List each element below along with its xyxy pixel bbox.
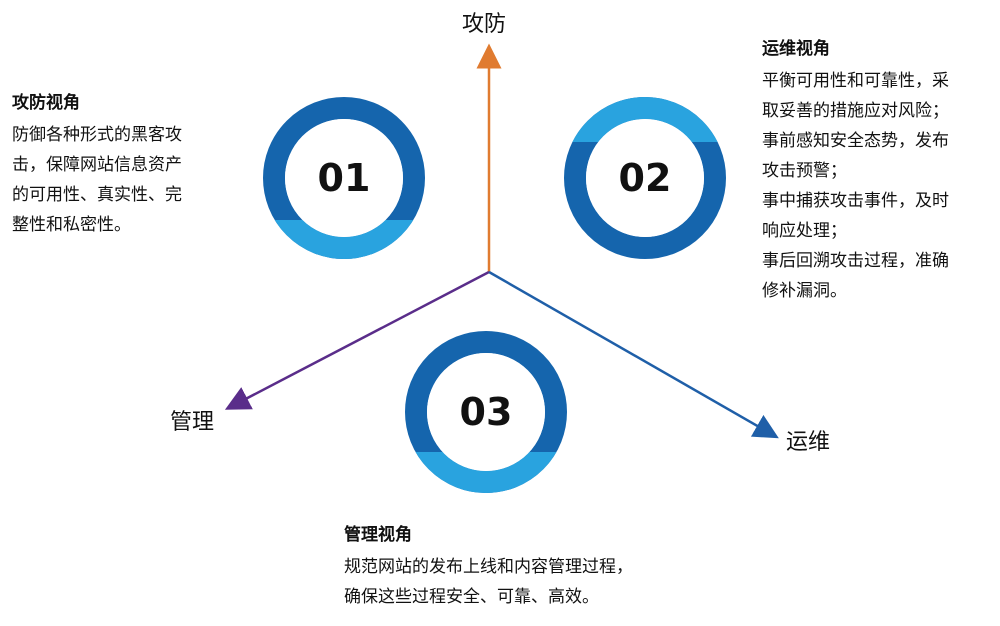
block-line: 事后回溯攻击过程，准确 <box>762 251 949 271</box>
block-line: 的可用性、真实性、完 <box>12 185 182 205</box>
ring-03 <box>405 331 567 493</box>
block-title: 攻防视角 <box>12 93 80 113</box>
block-line: 攻击预警； <box>762 161 847 181</box>
block-line: 平衡可用性和可靠性，采 <box>762 71 949 91</box>
text-block-management: 管理视角 规范网站的发布上线和内容管理过程， 确保这些过程安全、可靠、高效。 <box>344 522 633 612</box>
block-line: 响应处理； <box>762 221 847 241</box>
block-line: 防御各种形式的黑客攻 <box>12 125 182 145</box>
ring-02-number: 02 <box>618 156 672 200</box>
arrow-left-management <box>224 270 490 410</box>
ring-01 <box>263 97 425 259</box>
block-line: 事中捕获攻击事件，及时 <box>762 191 949 211</box>
block-line: 击，保障网站信息资产 <box>12 155 182 175</box>
block-line: 确保这些过程安全、可靠、高效。 <box>344 587 599 607</box>
ring-01-number: 01 <box>317 156 371 200</box>
axis-label-attack-defense: 攻防 <box>462 12 507 37</box>
axis-label-operations: 运维 <box>786 430 831 455</box>
block-line: 整性和私密性。 <box>12 215 131 235</box>
axis-label-management: 管理 <box>170 410 215 435</box>
text-block-operations: 运维视角 平衡可用性和可靠性，采 取妥善的措施应对风险； 事前感知安全态势，发布… <box>762 36 949 306</box>
block-title: 运维视角 <box>762 39 830 59</box>
ring-03-number: 03 <box>459 390 513 434</box>
block-line: 取妥善的措施应对风险； <box>762 101 949 121</box>
ring-02 <box>564 97 726 259</box>
arrow-right-operations <box>488 270 779 439</box>
block-line: 修补漏洞。 <box>762 281 847 301</box>
block-line: 事前感知安全态势，发布 <box>762 131 949 151</box>
text-block-attack-defense: 攻防视角 防御各种形式的黑客攻 击，保障网站信息资产 的可用性、真实性、完 整性… <box>12 90 182 240</box>
block-title: 管理视角 <box>344 525 412 545</box>
block-line: 规范网站的发布上线和内容管理过程， <box>344 557 633 577</box>
